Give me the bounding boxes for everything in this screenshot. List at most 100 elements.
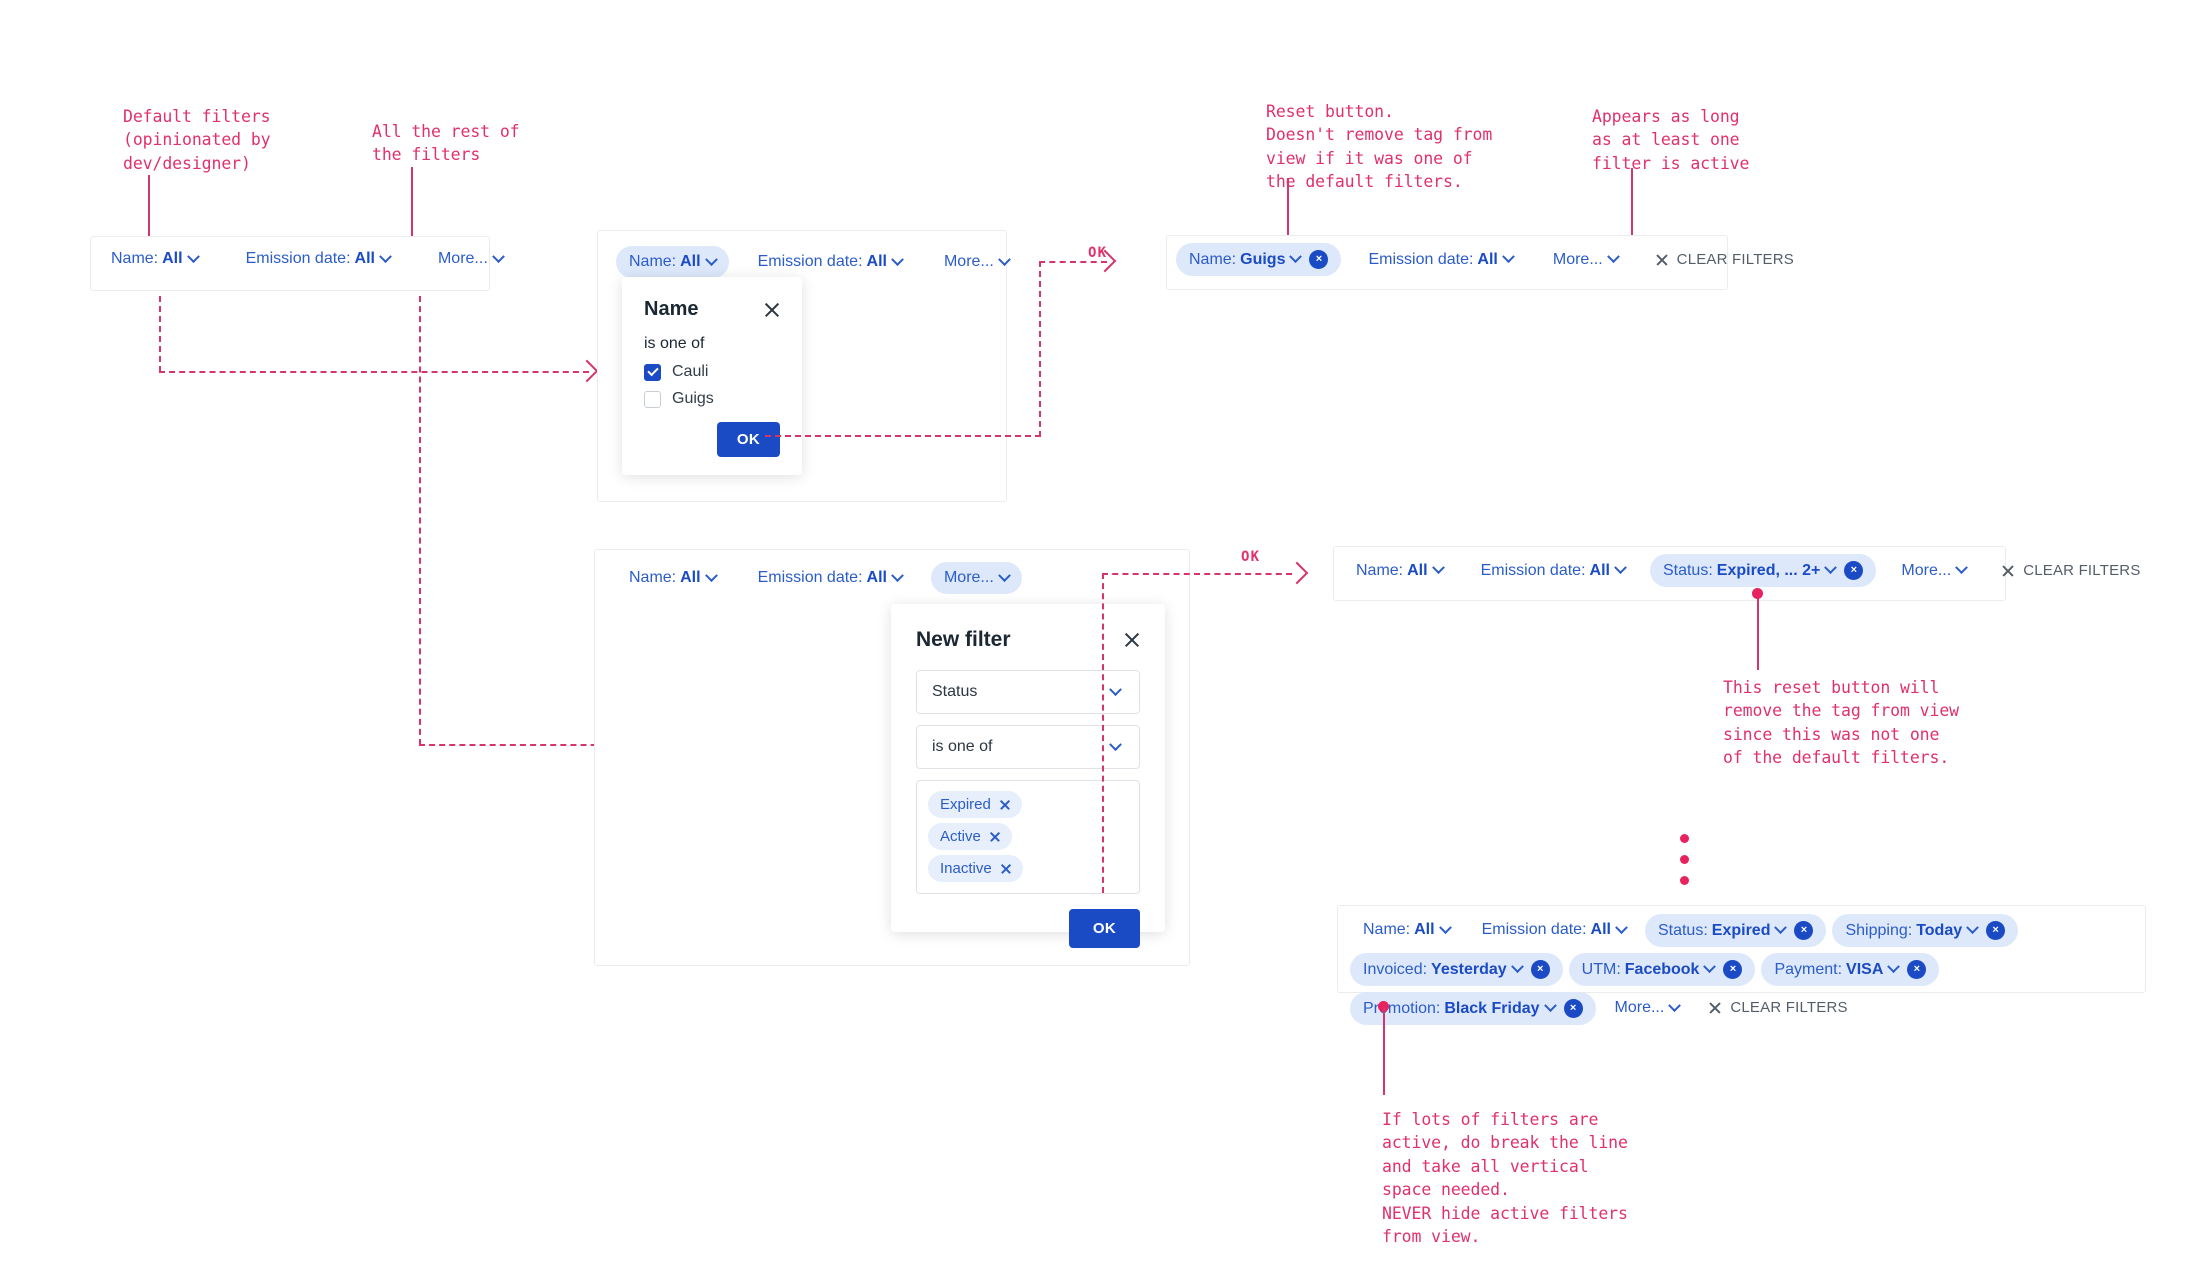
- filter-chip[interactable]: Emission date:All: [745, 562, 915, 594]
- filter-chip[interactable]: Emission date:All: [1355, 244, 1525, 276]
- clear-filters-label: CLEAR FILTERS: [1676, 251, 1795, 268]
- filter-chip-reset-icon[interactable]: ×: [1563, 999, 1583, 1018]
- filter-chip-value: Facebook: [1624, 960, 1700, 978]
- filter-chip-reset-icon[interactable]: ×: [1794, 921, 1814, 940]
- filter-chip-label: Status:: [1657, 921, 1708, 939]
- chevron-down-icon: [1614, 561, 1627, 575]
- filter-chip[interactable]: Emission date:All: [233, 243, 403, 275]
- filter-chip[interactable]: UTM:Facebook×: [1568, 953, 1756, 986]
- chevron-down-icon: [491, 249, 505, 263]
- chevron-down-icon: [186, 249, 200, 263]
- filter-chip[interactable]: Name:All: [616, 246, 729, 278]
- clear-filters-button[interactable]: CLEAR FILTERS: [1645, 244, 1804, 275]
- filter-chip[interactable]: More...: [425, 243, 516, 275]
- popover-operator-label: is one of: [644, 335, 705, 352]
- value-tag-remove-icon[interactable]: [990, 832, 1000, 842]
- filter-bar-more-open[interactable]: Name:All Emission date:All More...: [616, 562, 1022, 594]
- value-tag[interactable]: Active: [928, 823, 1012, 850]
- filter-chip[interactable]: Name:All: [616, 562, 729, 594]
- filter-chip-reset-icon[interactable]: ×: [1309, 250, 1329, 269]
- filter-chip[interactable]: More...: [1602, 992, 1693, 1024]
- checkbox-row[interactable]: Guigs: [644, 390, 780, 408]
- value-tag[interactable]: Inactive: [928, 855, 1023, 882]
- filter-chip-label: Name:: [629, 569, 677, 586]
- filter-chip-value: All: [866, 253, 887, 270]
- filter-chip-reset-icon[interactable]: ×: [1530, 960, 1550, 979]
- popover-ok-button[interactable]: OK: [716, 422, 780, 457]
- filter-chip[interactable]: Emission date:All: [1469, 914, 1639, 946]
- filter-chip[interactable]: Name:Guigs ×: [1176, 243, 1342, 276]
- filter-chip-value: All: [1477, 250, 1498, 268]
- filter-chip-label: Invoiced:: [1363, 960, 1428, 978]
- filter-chip-label: Status:: [1662, 561, 1713, 579]
- filter-chip-label: Emission date:: [1480, 561, 1586, 579]
- filter-chip[interactable]: More...: [1540, 244, 1631, 276]
- close-icon[interactable]: [1124, 632, 1140, 648]
- filter-chip[interactable]: Name:All: [98, 243, 211, 275]
- filter-chip[interactable]: Emission date:All: [745, 246, 915, 278]
- flow-line-name-down: [159, 296, 161, 372]
- filter-chip-reset-icon[interactable]: ×: [1844, 561, 1864, 580]
- leader-line-more: [411, 167, 413, 257]
- clear-filters-button[interactable]: CLEAR FILTERS: [1698, 992, 1857, 1023]
- filter-chip-value: Guigs: [1240, 250, 1286, 268]
- dialog-ok-button[interactable]: OK: [1068, 909, 1140, 948]
- filter-chip[interactable]: Status:Expired, ... 2+×: [1649, 554, 1877, 587]
- chevron-down-icon: [1606, 250, 1620, 264]
- chevron-down-icon: [1501, 250, 1515, 264]
- filter-chip-label: Shipping:: [1845, 921, 1913, 939]
- filter-chip-value: Expired: [1711, 921, 1771, 939]
- filter-operator-select[interactable]: is one of: [916, 725, 1140, 769]
- leader-line-reset-removes: [1757, 594, 1759, 670]
- filter-chip[interactable]: Name:All: [1343, 555, 1456, 587]
- leader-line-default-a: [148, 175, 150, 237]
- filter-chip-label: Name:: [1189, 250, 1237, 268]
- value-tag-remove-icon[interactable]: [1000, 800, 1010, 810]
- chevron-down-icon: [1668, 998, 1682, 1012]
- chevron-down-icon: [1966, 921, 1979, 935]
- filter-bar-name-applied[interactable]: Name:Guigs × Emission date:All More... CLEAR…: [1176, 243, 1804, 276]
- checkbox-row[interactable]: Cauli: [644, 363, 780, 381]
- value-tag-remove-icon[interactable]: [1001, 864, 1011, 874]
- filter-chip[interactable]: Invoiced:Yesterday×: [1350, 953, 1563, 986]
- filter-chip-value: All: [354, 250, 375, 267]
- filter-chip-reset-icon[interactable]: ×: [1723, 960, 1743, 979]
- checkbox-icon[interactable]: [644, 390, 661, 408]
- chevron-down-icon: [891, 252, 904, 266]
- filter-bar-base[interactable]: Name:All Emission date:All More...: [98, 243, 516, 275]
- filter-field-select[interactable]: Status: [916, 670, 1140, 714]
- filter-chip[interactable]: Shipping:Today ×: [1832, 914, 2019, 947]
- filter-bar-status-applied[interactable]: Name:All Emission date:All Status:Expired,…: [1343, 554, 2151, 587]
- filter-chip-value: Black Friday: [1444, 999, 1540, 1017]
- value-tag[interactable]: Expired: [928, 791, 1022, 818]
- chevron-down-icon: [1955, 561, 1969, 575]
- filter-chip[interactable]: Promotion:Black Friday×: [1350, 992, 1596, 1025]
- clear-filters-button[interactable]: CLEAR FILTERS: [1991, 555, 2150, 586]
- filter-chip[interactable]: Payment:VISA×: [1761, 953, 1940, 986]
- chevron-down-icon: [704, 568, 718, 582]
- chevron-down-icon: [997, 568, 1011, 582]
- close-icon[interactable]: [764, 302, 780, 318]
- filter-bar-name-open[interactable]: Name:All Emission date:All More...: [616, 246, 1022, 278]
- chevron-down-icon: [1703, 960, 1717, 974]
- checkbox-label: Cauli: [672, 363, 709, 380]
- filter-chip[interactable]: More...: [1888, 555, 1979, 587]
- filter-chip-reset-icon[interactable]: ×: [1907, 960, 1927, 979]
- filter-chip-value: Today: [1916, 921, 1963, 939]
- flow-line-ok2-right: [1102, 573, 1292, 575]
- filter-chip-reset-icon[interactable]: ×: [1986, 921, 2006, 940]
- filter-chip[interactable]: Status:Expired ×: [1644, 914, 1827, 947]
- annotation-rest-of-filters: All the rest of the filters: [372, 122, 520, 165]
- checkbox-icon[interactable]: [644, 363, 661, 381]
- filter-chip[interactable]: Name:All: [1350, 914, 1463, 946]
- annotation-many-filters: If lots of filters are active, do break …: [1382, 1110, 1628, 1247]
- filter-chip[interactable]: More...: [930, 562, 1022, 594]
- flow-label-ok-1: OK: [1088, 245, 1108, 261]
- filter-chip[interactable]: Emission date:All: [1468, 555, 1638, 587]
- filter-chip-label: More...: [943, 569, 994, 586]
- close-icon: [1655, 253, 1668, 266]
- filter-chip[interactable]: More...: [931, 246, 1022, 278]
